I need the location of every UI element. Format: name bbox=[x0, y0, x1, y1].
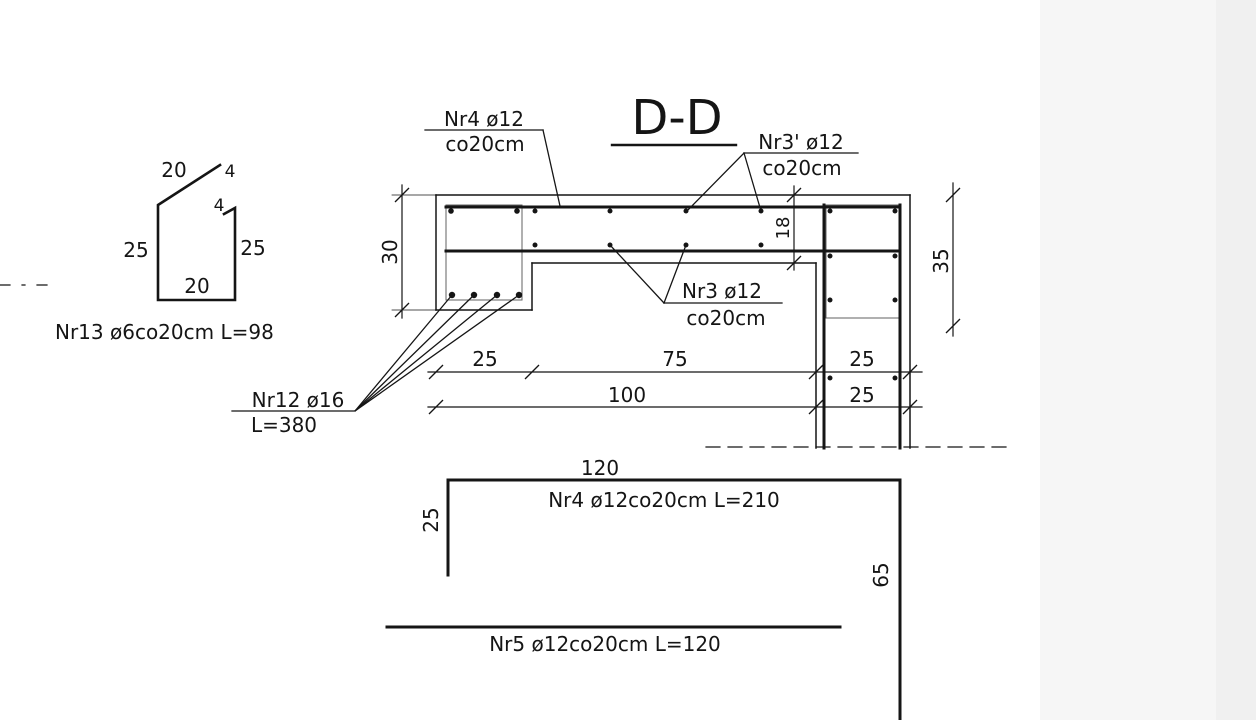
callout-nr12-line2: L=380 bbox=[251, 413, 317, 437]
nr13-dim-hook-top: 4 bbox=[225, 162, 236, 182]
scan-margin bbox=[1040, 0, 1216, 720]
dim-chain1-b: 75 bbox=[662, 347, 687, 371]
section-title: D-D bbox=[631, 90, 722, 146]
callout-nr4-line2: co20cm bbox=[445, 132, 524, 156]
dim-chain1-c: 25 bbox=[849, 347, 874, 371]
dim-chain1-a: 25 bbox=[472, 347, 497, 371]
dim-chain2-b: 25 bbox=[849, 383, 874, 407]
nr4-dim-top: 120 bbox=[581, 456, 619, 480]
bar-nr4-shape bbox=[446, 478, 902, 720]
dim-height-30: 30 bbox=[378, 239, 402, 264]
scan-margin-edge bbox=[1216, 0, 1256, 720]
callout-nr3-line2: co20cm bbox=[686, 306, 765, 330]
bar-nr13-shape bbox=[156, 163, 237, 302]
nr4-dim-left: 25 bbox=[419, 507, 443, 532]
dim-chain2-a: 100 bbox=[608, 383, 646, 407]
nr13-dim-bottom: 20 bbox=[184, 274, 209, 298]
callout-nr4-line1: Nr4 ø12 bbox=[444, 107, 524, 131]
callout-nr3p-line1: Nr3' ø12 bbox=[758, 130, 843, 154]
nr4-label: Nr4 ø12co20cm L=210 bbox=[548, 488, 780, 512]
callout-nr3p-line2: co20cm bbox=[762, 156, 841, 180]
main-reinforcement bbox=[444, 203, 902, 450]
callout-nr12-line1: Nr12 ø16 bbox=[252, 388, 345, 412]
nr13-dim-right: 25 bbox=[240, 236, 265, 260]
callout-nr3-line1: Nr3 ø12 bbox=[682, 279, 762, 303]
section-outline bbox=[435, 194, 911, 449]
nr13-dim-top: 20 bbox=[161, 158, 186, 182]
nr5-label: Nr5 ø12co20cm L=120 bbox=[489, 632, 721, 656]
dim-slab-18: 18 bbox=[773, 217, 794, 240]
nr13-dim-hook-inner: 4 bbox=[214, 196, 225, 216]
nr4-dim-right: 65 bbox=[869, 562, 893, 587]
nr13-label: Nr13 ø6co20cm L=98 bbox=[55, 320, 274, 344]
dim-height-35: 35 bbox=[929, 248, 953, 273]
nr13-dim-left: 25 bbox=[123, 238, 148, 262]
